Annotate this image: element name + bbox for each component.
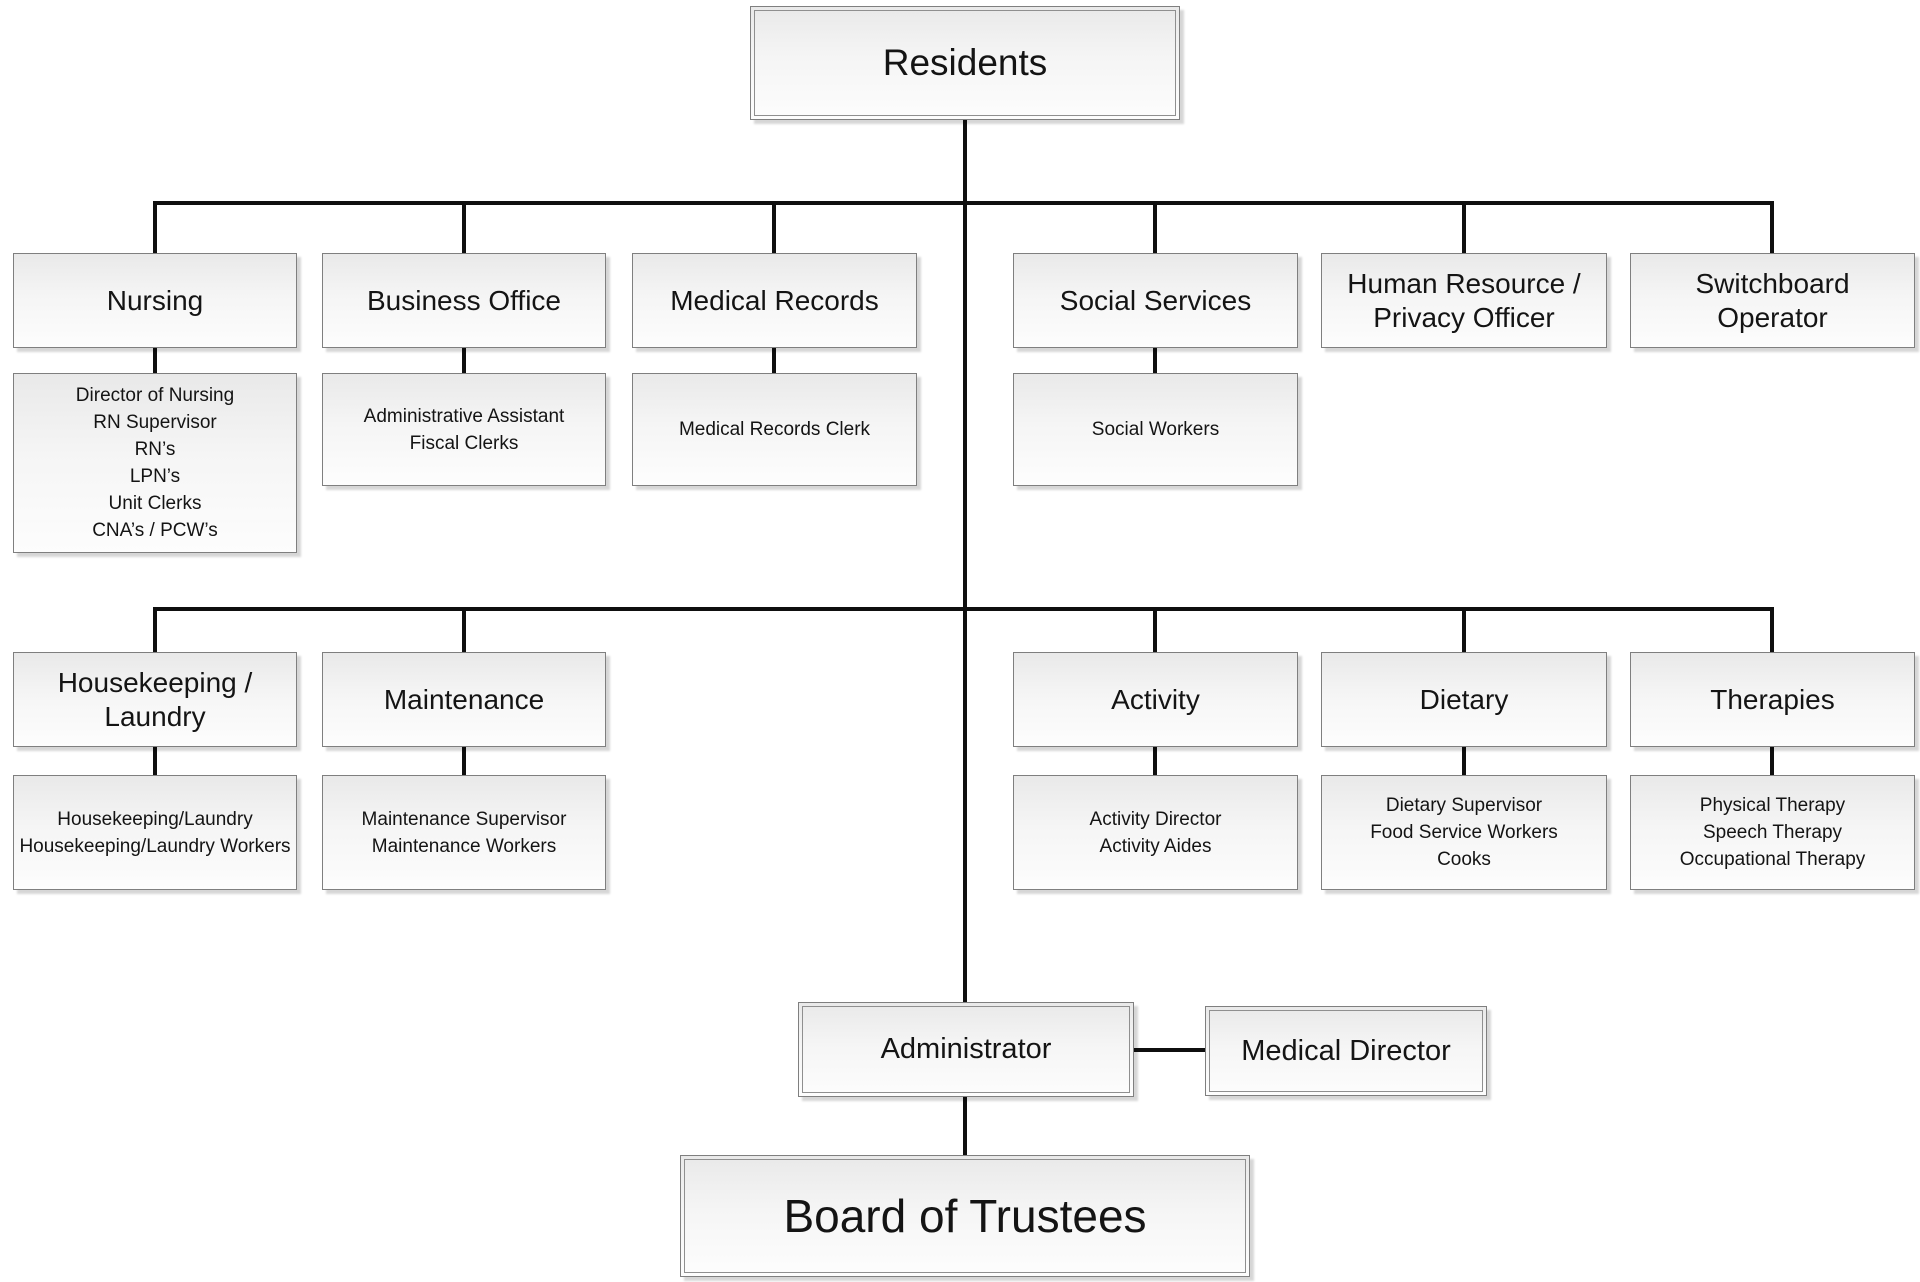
connector-tier1-rail [153,201,1774,205]
node-administrator: Administrator [798,1002,1134,1097]
staff-line: Maintenance Workers [371,835,557,857]
node-label: Dietary [1419,683,1509,715]
connector-spine-bottom [963,1097,967,1157]
node-business-office: Business Office [322,253,606,348]
connector-maintenance-staff [462,745,466,777]
connector-drop-therapies [1770,609,1774,654]
staff-line: Activity Director [1089,808,1222,830]
node-switchboard-operator: Switchboard Operator [1630,253,1915,348]
staff-line: Unit Clerks [108,493,202,514]
node-human-resource-privacy-officer: Human Resource / Privacy Officer [1321,253,1607,348]
staff-line: Food Service Workers [1370,822,1558,843]
connector-housekeeping-staff [153,745,157,777]
staff-line: Physical Therapy [1699,795,1846,816]
staff-line: Cooks [1437,849,1491,870]
node-therapies: Therapies [1630,652,1915,747]
connector-tier2-rail [153,607,1774,611]
node-label: Administrator [880,1033,1052,1065]
connector-drop-medical-records [772,203,776,255]
staff-line: LPN’s [129,466,181,487]
node-social-services-staff: Social Workers [1013,373,1298,486]
connector-therapies-staff [1770,745,1774,777]
connector-drop-maintenance [462,609,466,654]
node-label: Social Services [1059,284,1252,316]
node-label: Therapies [1710,683,1835,715]
connector-drop-business-office [462,203,466,255]
node-label: Activity [1111,683,1200,715]
node-label: Maintenance [383,683,545,715]
node-medical-director: Medical Director [1205,1006,1487,1096]
node-label: Medical Director [1241,1034,1451,1067]
connector-drop-nursing [153,203,157,255]
staff-line: Administrative Assistant [363,405,565,427]
node-label: Switchboard Operator [1695,267,1850,333]
connector-nursing-staff [153,346,157,375]
staff-line: Occupational Therapy [1679,849,1866,870]
node-activity: Activity [1013,652,1298,747]
staff-line: CNA’s / PCW’s [92,520,218,541]
node-label: Business Office [366,284,562,316]
node-medical-records: Medical Records [632,253,917,348]
connector-dietary-staff [1462,745,1466,777]
connector-drop-human-resource [1462,203,1466,255]
connector-medical-records-staff [772,346,776,375]
connector-social-services-staff [1153,346,1157,375]
node-board-of-trustees: Board of Trustees [680,1155,1250,1277]
connector-drop-social-services [1153,203,1157,255]
staff-line: Director of Nursing [75,385,235,406]
staff-line: Social Workers [1091,419,1220,440]
staff-line: Housekeeping/Laundry Workers [19,835,291,857]
connector-drop-housekeeping [153,609,157,654]
node-label: Nursing [106,284,204,316]
connector-drop-dietary [1462,609,1466,654]
staff-line: RN’s [134,439,176,460]
node-medical-records-staff: Medical Records Clerk [632,373,917,486]
node-label: Medical Records [670,284,879,316]
staff-line: Activity Aides [1099,835,1212,857]
staff-line: Dietary Supervisor [1385,795,1543,816]
staff-line: Maintenance Supervisor [361,808,567,830]
staff-line: Medical Records Clerk [678,419,871,440]
staff-line: Speech Therapy [1702,822,1843,843]
connector-drop-switchboard [1770,203,1774,255]
node-dietary: Dietary [1321,652,1607,747]
node-maintenance: Maintenance [322,652,606,747]
connector-activity-staff [1153,745,1157,777]
connector-spine-top [963,118,967,1004]
node-nursing: Nursing [13,253,297,348]
node-residents: Residents [750,6,1180,120]
node-label: Board of Trustees [783,1190,1147,1242]
node-social-services: Social Services [1013,253,1298,348]
connector-business-office-staff [462,346,466,375]
staff-line: Housekeeping/Laundry [57,808,253,830]
staff-line: RN Supervisor [93,412,217,433]
node-label: Residents [882,42,1048,83]
connector-administrator-medical-director [1134,1048,1205,1052]
connector-drop-activity [1153,609,1157,654]
node-label: Human Resource / Privacy Officer [1347,267,1581,333]
node-housekeeping-laundry: Housekeeping / Laundry [13,652,297,747]
node-label: Housekeeping / Laundry [57,666,253,732]
staff-line: Fiscal Clerks [409,432,519,454]
